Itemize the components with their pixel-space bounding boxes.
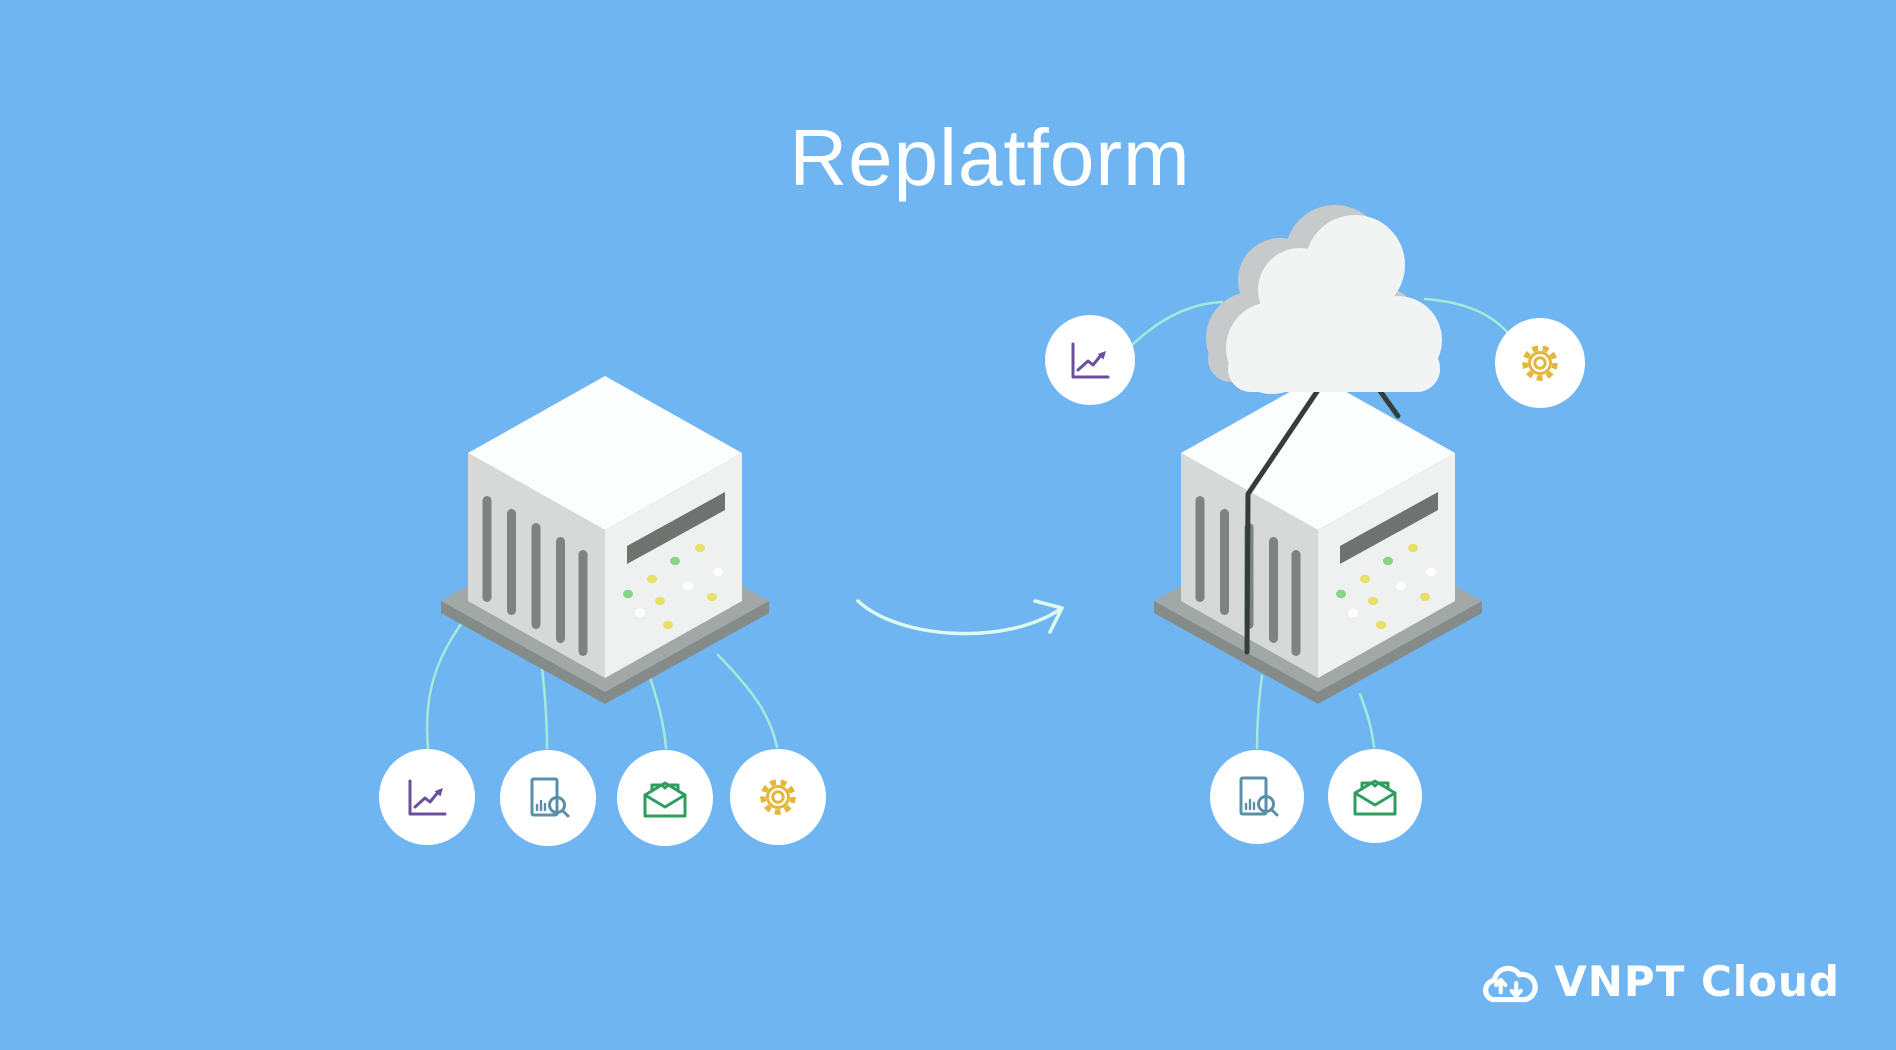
badge-mail — [617, 750, 713, 846]
badge-circle — [379, 749, 475, 845]
gear-icon — [760, 779, 796, 815]
vent-slat — [1269, 537, 1278, 643]
vent-slat — [578, 550, 588, 656]
drive-slot — [627, 492, 725, 564]
status-leds — [623, 543, 723, 630]
brand-logo: VNPT Cloud — [1478, 957, 1840, 1006]
vent-slat — [556, 537, 565, 643]
led — [670, 556, 680, 566]
cloud-body — [1226, 215, 1442, 394]
vent-slat — [1195, 496, 1205, 602]
trend-chart-icon — [1071, 342, 1110, 379]
vent-slat — [507, 509, 516, 615]
led — [1336, 589, 1346, 599]
led — [1396, 581, 1406, 591]
connector-line — [425, 610, 472, 750]
status-leds — [1336, 543, 1436, 630]
badge-circle — [617, 750, 713, 846]
cloud-up-down-arrows-icon — [1483, 965, 1539, 1002]
server-vents — [482, 496, 588, 656]
badge-mail-right — [1328, 749, 1422, 843]
download-arrow — [1509, 980, 1524, 998]
led — [1360, 574, 1370, 584]
led — [647, 574, 657, 584]
badge-gear — [730, 749, 826, 845]
badge-circle — [1328, 749, 1422, 843]
led — [1426, 567, 1436, 577]
led — [1348, 608, 1358, 618]
led — [707, 592, 717, 602]
report-search-icon — [1239, 776, 1279, 817]
connector-line — [1423, 297, 1514, 340]
led — [1420, 592, 1430, 602]
migration-arrow — [856, 599, 1064, 636]
upload-arrow — [1494, 977, 1508, 994]
led — [1408, 543, 1418, 553]
badge-circle — [730, 749, 826, 845]
led — [1368, 596, 1378, 606]
led — [663, 620, 673, 630]
led — [695, 543, 705, 553]
badge-trend-chart — [379, 749, 475, 845]
led — [1376, 620, 1386, 630]
badge-gear-cloud — [1495, 318, 1585, 408]
led — [623, 589, 633, 599]
trend-chart-icon — [408, 779, 447, 816]
badge-circle — [500, 750, 596, 846]
badge-trend-chart-cloud — [1045, 315, 1135, 405]
led — [635, 608, 645, 618]
vent-slat — [482, 496, 492, 602]
report-search-icon — [530, 777, 570, 818]
badge-circle — [1045, 315, 1135, 405]
led — [1383, 556, 1393, 566]
badge-circle — [1210, 750, 1304, 844]
server-right — [1154, 376, 1482, 704]
vent-slat — [1220, 509, 1229, 615]
badge-report-search-right — [1210, 750, 1304, 844]
mail-icon — [1353, 779, 1397, 816]
badge-circle — [1495, 318, 1585, 408]
arrow-head — [1033, 599, 1064, 634]
page-title: Replatform — [789, 113, 1191, 202]
tether-line — [1244, 347, 1348, 655]
led — [655, 596, 665, 606]
led — [713, 567, 723, 577]
connector-line — [716, 653, 779, 749]
gear-icon — [1522, 345, 1558, 381]
vent-slat — [531, 523, 541, 629]
server-left — [441, 376, 769, 704]
connector-line — [1130, 300, 1224, 347]
cloud — [1206, 205, 1442, 394]
mail-icon — [643, 781, 687, 818]
vent-slat — [1291, 550, 1301, 656]
connector-line — [646, 670, 668, 750]
brand-logo-text: VNPT Cloud — [1554, 957, 1840, 1006]
connector-lines — [425, 297, 1514, 750]
arrow-shaft — [856, 599, 1064, 636]
badge-report-search — [500, 750, 596, 846]
drive-slot — [1340, 492, 1438, 564]
connector-line — [1358, 692, 1376, 749]
connector-line — [1255, 674, 1264, 750]
led — [683, 581, 693, 591]
